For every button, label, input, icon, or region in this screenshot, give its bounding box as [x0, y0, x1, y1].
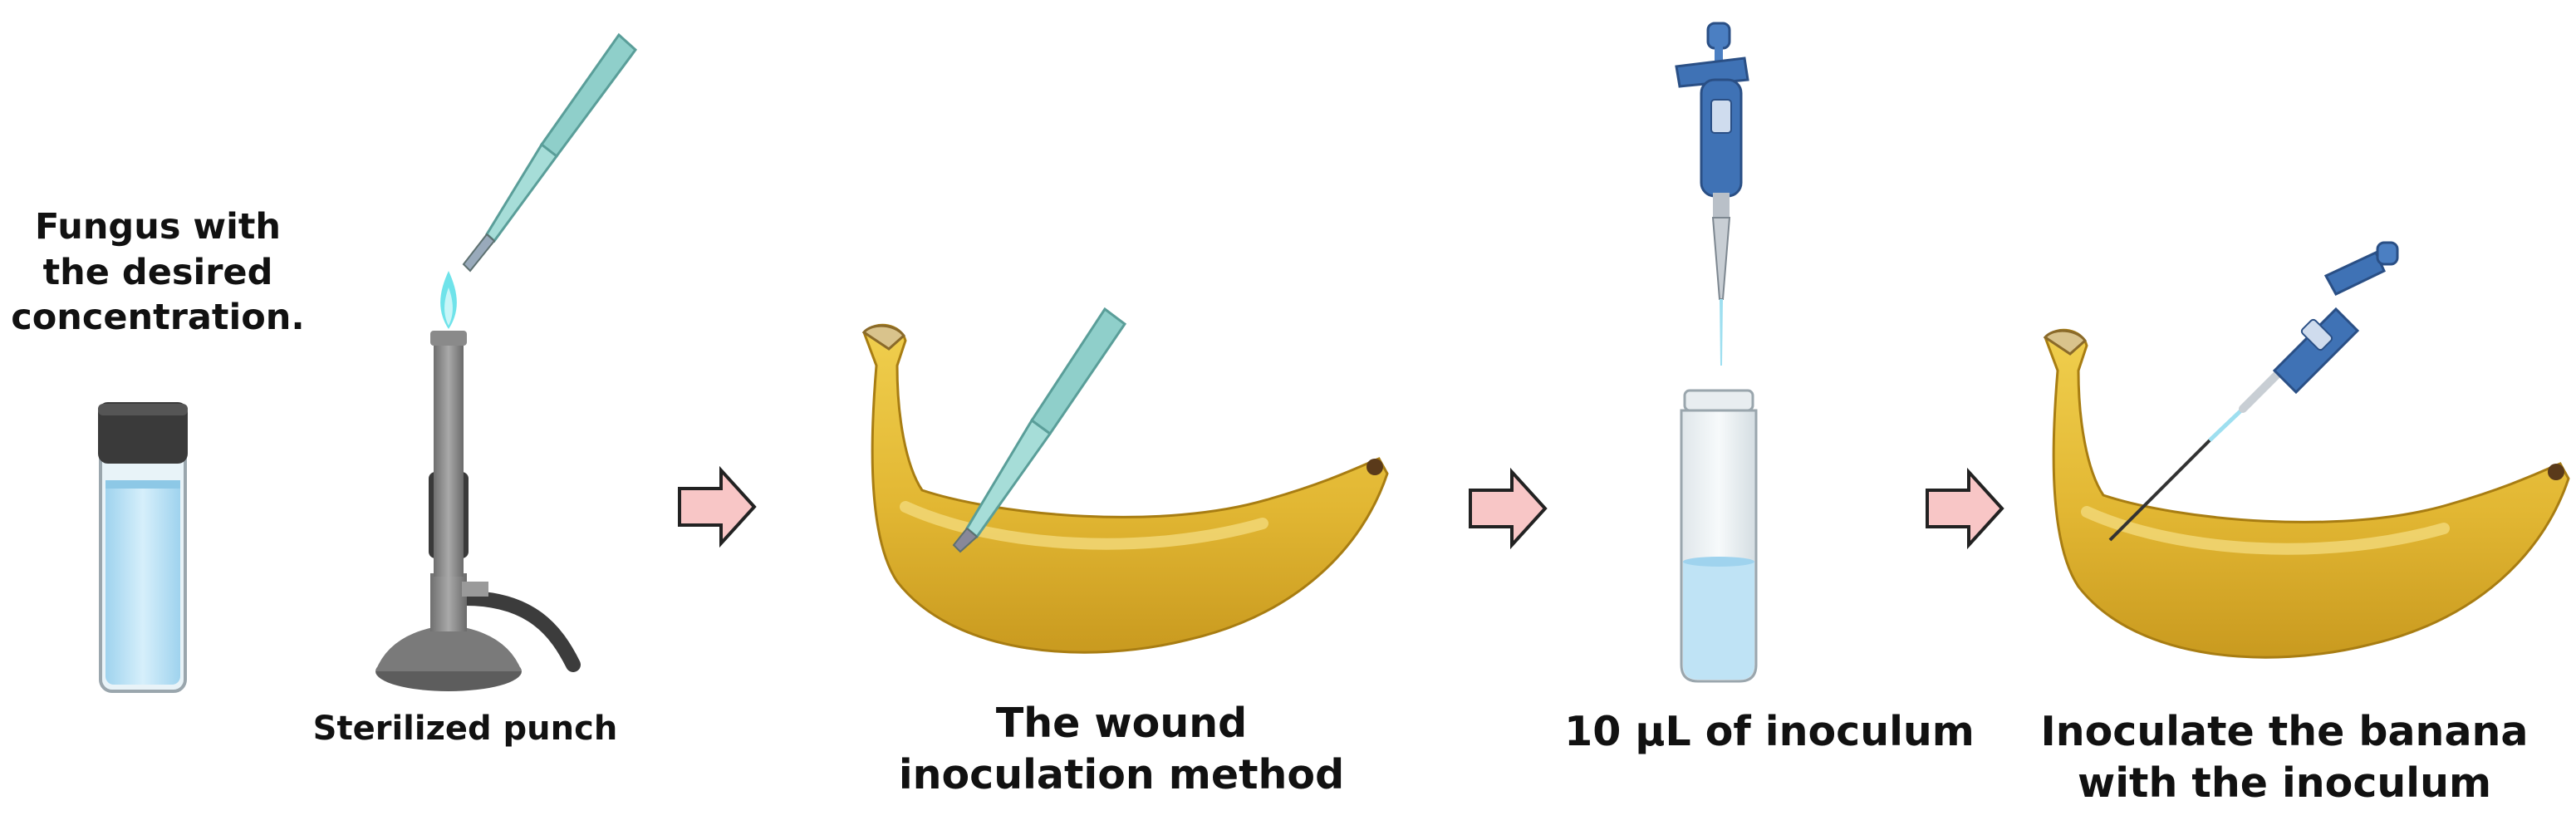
glass-vial-icon — [1680, 389, 1758, 683]
arrow-right-icon — [678, 465, 757, 548]
inoculum-label: 10 µL of inoculum — [1564, 708, 1975, 755]
bunsen-burner-icon — [375, 271, 581, 691]
banana-icon — [861, 323, 1389, 654]
arrow-right-icon — [1926, 467, 2004, 550]
fungus-label: Fungus with the desired concentration. — [11, 206, 305, 339]
punch-label: Sterilized punch — [312, 710, 618, 748]
inoculate-banana-label: Inoculate the banana with the inoculum — [2040, 708, 2529, 808]
vial-icon — [98, 402, 188, 693]
punch-tool-icon — [952, 307, 1127, 553]
arrow-right-icon — [1469, 467, 1548, 550]
banana-icon — [2043, 328, 2570, 659]
micropipette-icon — [1675, 22, 1749, 366]
punch-tool-icon — [462, 32, 638, 273]
micropipette-icon — [2108, 241, 2399, 542]
wound-method-label: The wound inoculation method — [898, 700, 1345, 799]
